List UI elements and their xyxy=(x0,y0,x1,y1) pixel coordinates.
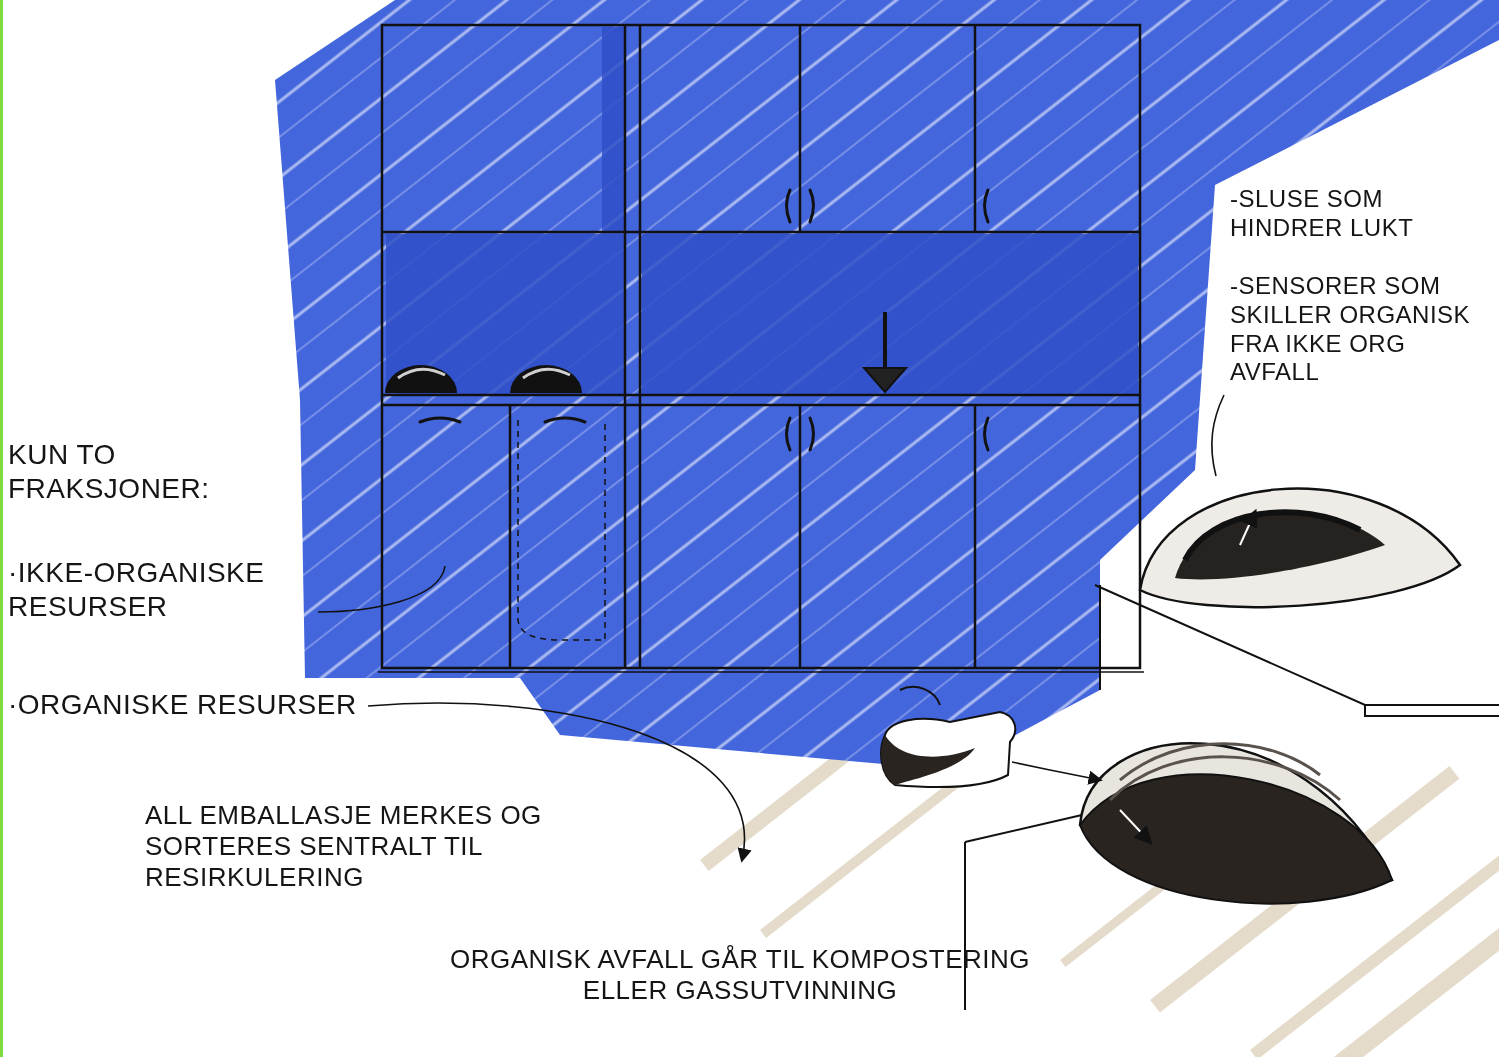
bin-handle xyxy=(545,418,585,422)
counter-edge xyxy=(965,815,1082,842)
cabinet-frame xyxy=(382,25,1140,668)
door-seam xyxy=(799,405,802,668)
counter-line xyxy=(382,404,1140,407)
dome-front xyxy=(1080,774,1392,903)
counter-edge xyxy=(1365,705,1499,716)
leader-line xyxy=(1212,395,1224,476)
dome-opening xyxy=(1175,512,1385,580)
backsplash-right xyxy=(642,234,1138,394)
plinth-line xyxy=(378,671,1144,673)
door-handle xyxy=(810,418,814,450)
faucet-stem xyxy=(883,312,887,368)
leader-line xyxy=(318,566,445,612)
annotation-label: ALL EMBALLASJE MERKES OG SORTERES SENTRA… xyxy=(145,800,615,894)
faucet-spout xyxy=(864,368,906,392)
door-seam xyxy=(509,405,512,668)
annotation-label: KUN TO FRAKSJONER: xyxy=(8,438,298,505)
hand-shadow xyxy=(881,735,975,785)
door-seam xyxy=(799,25,802,232)
cabinet-divider xyxy=(639,25,642,668)
dome-lid xyxy=(385,365,457,393)
dome-arrow xyxy=(1240,512,1255,545)
annotation-label: ·ORGANISKE RESURSER xyxy=(8,688,368,722)
cabinet-divider xyxy=(624,25,627,668)
bin-handle xyxy=(420,418,460,422)
edge-strip xyxy=(0,0,3,1057)
hidden-bin xyxy=(518,420,605,640)
counter-line xyxy=(382,394,1140,397)
counter-edge xyxy=(964,842,966,1010)
backsplash-left xyxy=(386,234,624,394)
counter-edge xyxy=(1099,585,1101,690)
dome-highlight xyxy=(523,369,570,378)
dome-rim xyxy=(1185,512,1360,560)
dome-unit-closed xyxy=(1140,489,1460,608)
counter-perspective xyxy=(965,585,1499,1010)
shelf-line xyxy=(382,231,1140,234)
door-seam xyxy=(974,405,977,668)
door-handle xyxy=(787,190,791,222)
leader-lines xyxy=(318,395,1224,860)
beige-streak xyxy=(760,770,971,938)
dome-lid xyxy=(510,365,582,393)
door-handle xyxy=(787,418,791,450)
annotation-label: ·IKKE-ORGANISKE RESURSER xyxy=(8,556,308,623)
annotation-label: -SLUSE SOM HINDRER LUKT xyxy=(1230,185,1492,243)
annotation-label: -SENSORER SOM SKILLER ORGANISK FRA IKKE … xyxy=(1230,272,1492,387)
dome-highlight xyxy=(398,369,445,378)
leader-arrow xyxy=(1012,762,1100,780)
cabinet-outline xyxy=(378,25,1144,672)
door-seam xyxy=(974,25,977,232)
dome-arrow xyxy=(1120,810,1150,842)
annotation-label: ORGANISK AVFALL GÅR TIL KOMPOSTERING ELL… xyxy=(430,944,1050,1006)
handles xyxy=(420,190,988,450)
cabinet-stripe xyxy=(602,27,624,233)
blue-marker-ground xyxy=(275,0,1499,770)
dome-ribs xyxy=(1120,744,1320,780)
door-handle xyxy=(985,418,989,450)
hand-sketch xyxy=(881,712,1015,787)
hand-finger xyxy=(900,687,940,705)
door-handle xyxy=(985,190,989,222)
door-handle xyxy=(810,190,814,222)
beige-streak xyxy=(1330,900,1499,1057)
beige-streaks xyxy=(700,725,1499,1057)
